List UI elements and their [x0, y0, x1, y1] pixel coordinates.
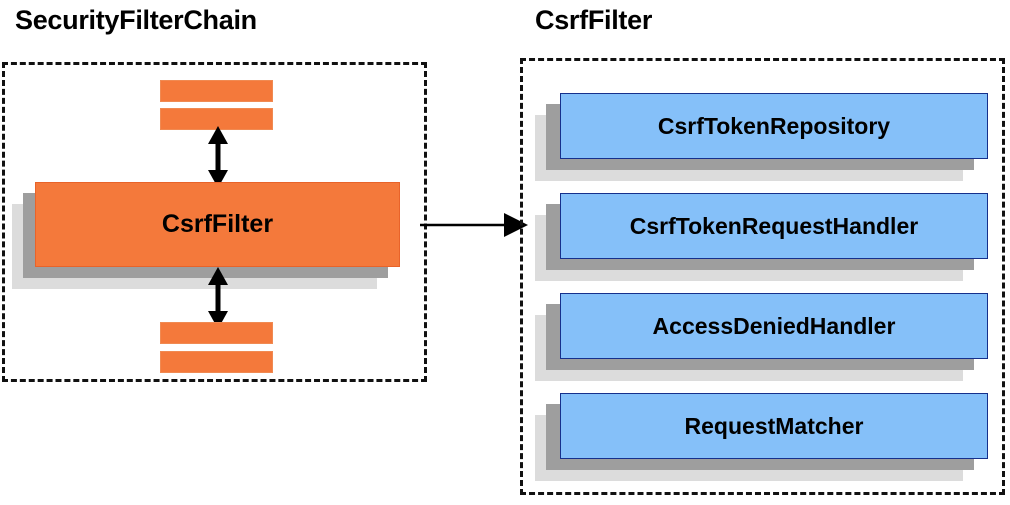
page-title-csrf-filter: CsrfFilter — [535, 5, 653, 35]
csrf-filter-collaborators-container — [520, 58, 1005, 495]
chain-slot-bar-bottom-1 — [160, 322, 273, 344]
collaborator-label[interactable]: CsrfTokenRequestHandler — [560, 193, 988, 259]
bidirectional-arrow-top — [208, 126, 228, 188]
page-title-security-filter-chain: SecurityFilterChain — [15, 5, 257, 35]
collaborator-node-request-matcher[interactable]: RequestMatcher — [535, 393, 1005, 485]
collaborator-node-csrf-token-repository[interactable]: CsrfTokenRepository — [535, 93, 1005, 185]
cross-panel-right-arrow — [420, 213, 528, 237]
bidirectional-arrow-bottom — [208, 267, 228, 329]
security-filter-chain-container — [2, 62, 427, 382]
chain-slot-bar-top-1 — [160, 80, 273, 102]
collaborator-label[interactable]: CsrfTokenRepository — [560, 93, 988, 159]
collaborator-label[interactable]: AccessDeniedHandler — [560, 293, 988, 359]
csrf-filter-label[interactable]: CsrfFilter — [35, 182, 400, 267]
chain-slot-bar-bottom-2 — [160, 351, 273, 373]
collaborator-label[interactable]: RequestMatcher — [560, 393, 988, 459]
csrf-filter-node[interactable]: CsrfFilter — [12, 182, 422, 294]
collaborator-node-access-denied-handler[interactable]: AccessDeniedHandler — [535, 293, 1005, 385]
collaborator-node-csrf-token-request-handler[interactable]: CsrfTokenRequestHandler — [535, 193, 1005, 285]
